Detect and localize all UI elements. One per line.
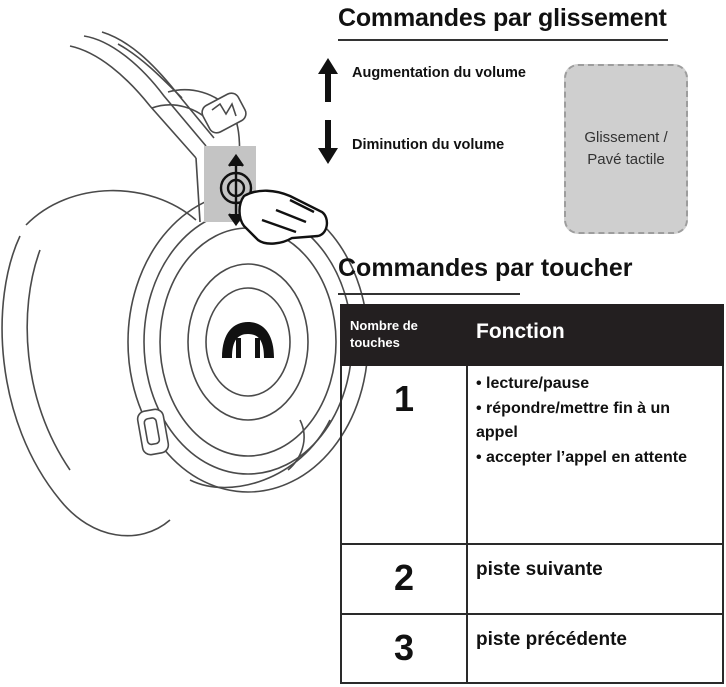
- volume-down-label: Diminution du volume: [352, 137, 505, 153]
- table-row: 2 piste suivante: [340, 543, 724, 615]
- function-item: • accepter l’appel en attente: [476, 449, 688, 467]
- table-header-row: Nombre de touches Fonction: [340, 304, 724, 366]
- touch-functions-table: Nombre de touches Fonction 1 • lecture/p…: [340, 304, 724, 685]
- title-underline: [338, 293, 520, 295]
- swipe-controls-title: Commandes par glissement: [338, 4, 668, 41]
- arrow-up-icon: [318, 58, 338, 102]
- touch-controls-title: Commandes par toucher: [338, 254, 633, 282]
- touchpad-swatch: Glissement / Pavé tactile: [564, 64, 688, 234]
- function-list: • lecture/pause • répondre/mettre fin à …: [466, 363, 724, 546]
- table-row: 3 piste précédente: [340, 612, 724, 685]
- monster-logo-icon: [222, 322, 274, 358]
- function-item: • répondre/mettre fin à un appel: [476, 399, 671, 442]
- function-text: piste précédente: [466, 612, 724, 685]
- touchpad-label-line1: Glissement /: [584, 129, 668, 147]
- table-row: 1 • lecture/pause • répondre/mettre fin …: [340, 363, 724, 546]
- function-text: piste suivante: [466, 543, 724, 615]
- arrow-down-icon: [318, 120, 338, 164]
- volume-up-label: Augmentation du volume: [352, 65, 526, 81]
- header-function: Fonction: [466, 304, 724, 366]
- touch-count: 1: [340, 363, 468, 546]
- touch-count: 3: [340, 612, 468, 685]
- hand-swipe-icon: [219, 153, 329, 245]
- function-item: • lecture/pause: [476, 374, 590, 392]
- touch-count: 2: [340, 543, 468, 615]
- header-touch-count: Nombre de touches: [340, 304, 468, 366]
- touchpad-label-line2: Pavé tactile: [587, 151, 665, 168]
